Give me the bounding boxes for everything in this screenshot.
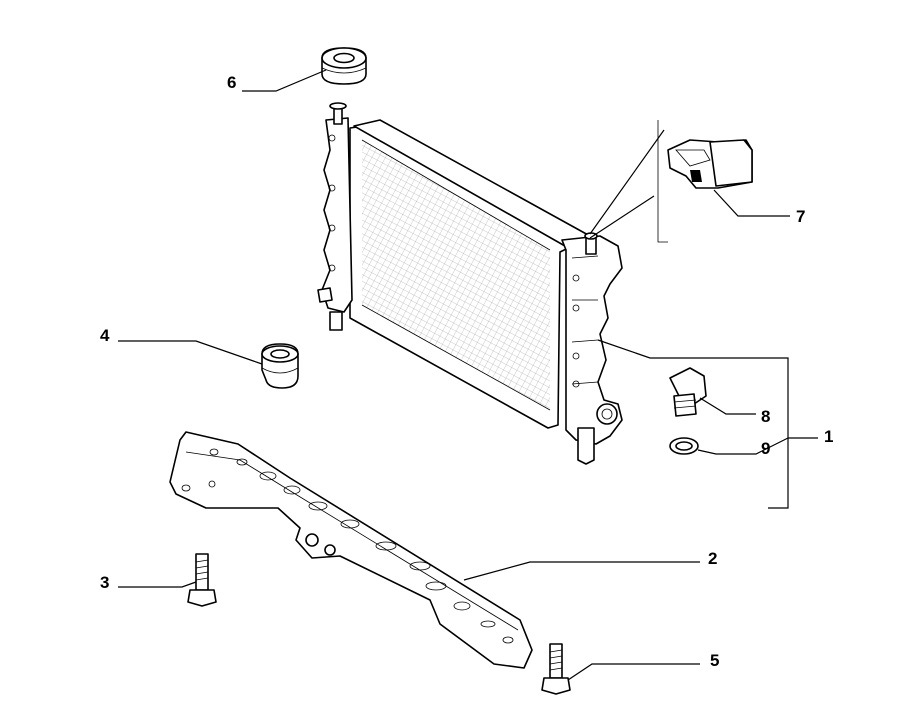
bolt-right	[541, 643, 571, 695]
callout-3: 3	[100, 573, 109, 592]
radiator	[317, 102, 623, 465]
callout-6: 6	[227, 73, 236, 92]
washer	[669, 437, 699, 455]
callout-2: 2	[708, 549, 717, 568]
upper-bracket	[657, 120, 753, 243]
callout-8: 8	[761, 407, 770, 426]
lower-crossmember	[169, 431, 533, 669]
top-grommet	[321, 47, 367, 85]
lower-grommet	[261, 343, 299, 389]
bolt-left	[187, 553, 217, 607]
callout-5: 5	[710, 651, 719, 670]
callout-7: 7	[796, 207, 805, 226]
callout-4: 4	[100, 326, 110, 345]
callout-9: 9	[761, 439, 770, 458]
callout-1: 1	[824, 427, 833, 446]
leader-lines	[118, 69, 818, 681]
drain-plug	[669, 367, 707, 417]
